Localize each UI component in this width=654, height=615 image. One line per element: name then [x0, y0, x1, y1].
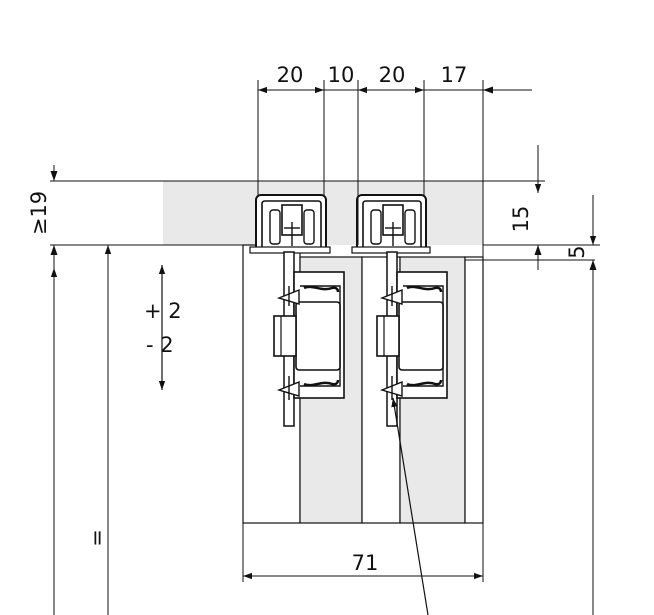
top-dimension-chain — [257, 80, 532, 523]
equal-mark: = — [85, 529, 109, 547]
dim-label-right-5: 5 — [565, 245, 589, 258]
track-profile-right — [351, 194, 431, 254]
dim-label-top-20-b: 20 — [379, 63, 406, 87]
dim-label-right-15: 15 — [509, 206, 533, 233]
door-panel-edge-right — [464, 256, 484, 524]
track-profile-left — [249, 194, 331, 254]
dim-label-top-10: 10 — [328, 63, 355, 87]
hanger-fitting-left — [273, 251, 345, 427]
right-5-dimension — [545, 195, 600, 615]
tolerance-minus-label: - 2 — [146, 333, 174, 357]
dim-label-min-19: ≥19 — [27, 191, 51, 235]
right-15-dimension — [465, 145, 595, 270]
bottom-71-dimension — [242, 523, 484, 582]
left-min-dimension — [50, 165, 58, 615]
dim-label-top-20-a: 20 — [277, 63, 304, 87]
hanger-fitting-right — [376, 251, 448, 427]
dim-label-top-17: 17 — [441, 63, 468, 87]
tolerance-plus-label: + 2 — [144, 299, 182, 323]
dim-label-bottom-71: 71 — [352, 551, 379, 575]
